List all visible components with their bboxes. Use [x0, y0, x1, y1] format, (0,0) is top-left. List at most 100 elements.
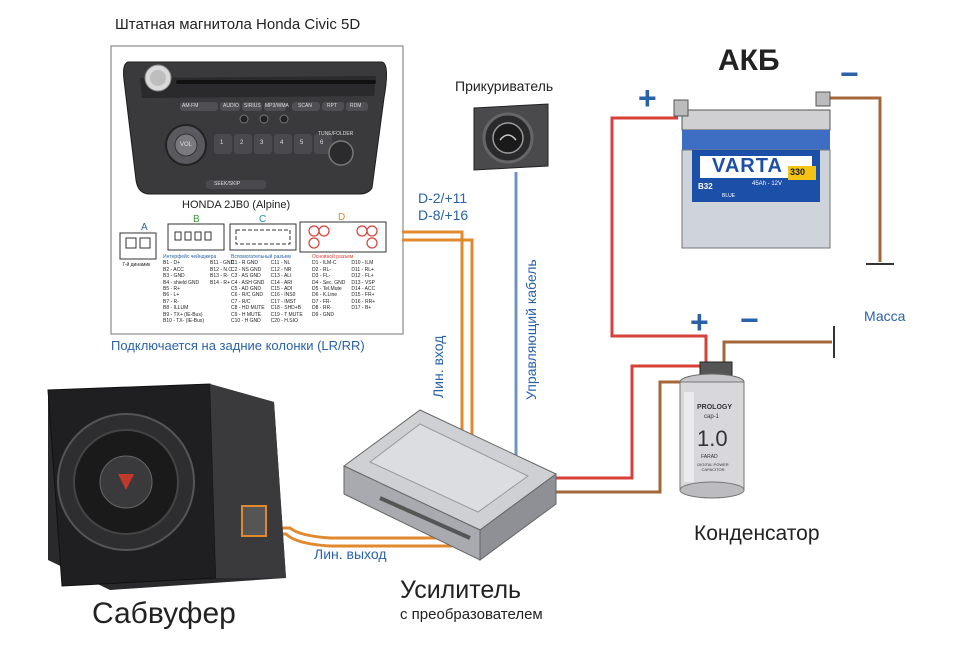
- connector-d-letter: D: [338, 212, 346, 223]
- pin-d-col1-3: D4 - Sec. GND: [312, 279, 346, 286]
- amplifier-title: Усилитель: [400, 576, 522, 604]
- pin-b-col1-7: B8 - ILLUM: [163, 305, 189, 312]
- ground-label: Масса: [864, 308, 906, 324]
- btn-label-audio: AUDIO: [223, 103, 239, 109]
- battery-series: BLUE: [722, 193, 736, 199]
- connector-c-letter: C: [259, 214, 267, 225]
- pin-b-col1-8: B9 - TX+ (IE-Bus): [163, 311, 203, 318]
- battery-spec: 45Ah - 12V: [752, 181, 783, 187]
- connector-a-caption: 7-й динамик: [122, 262, 151, 268]
- btn-label-rdm: RDM: [350, 103, 362, 109]
- head-unit-model: HONDA 2JB0 (Alpine): [182, 199, 291, 211]
- capacitor-plus-sign: +: [690, 304, 709, 340]
- lighter-label: Прикуриватель: [455, 78, 554, 94]
- pin-c-col1-0: C1 - R GND: [231, 260, 258, 267]
- pin-c-col2-2: C13 - ALI: [270, 273, 292, 280]
- seek-label: SEEK/SKIP: [214, 181, 241, 187]
- pin-d-col2-4: D14 - ACC: [351, 286, 376, 293]
- rear-speakers-note: Подключается на задние колонки (LR/RR): [111, 338, 365, 353]
- pin-d-col1-6: D7 - FR-: [312, 298, 332, 305]
- control-cable-label: Управляющий кабель: [523, 259, 539, 400]
- pin-c-col2-7: C18 - SHD+B: [270, 305, 302, 312]
- preset-3: 3: [260, 140, 264, 146]
- pin-c-col1-5: C6 - R/C GND: [231, 292, 263, 299]
- pin-b-col1-5: B6 - L+: [163, 292, 180, 299]
- pin-c-col1-4: C5 - AD GND: [231, 286, 262, 293]
- pin-b-col1-3: B4 - shield GND: [163, 279, 200, 286]
- btn-label-rpt: RPT: [327, 103, 337, 109]
- pin-c-col1-3: C4 - ASH GND: [231, 279, 265, 286]
- pin-b-col1-0: B1 - D+: [163, 260, 181, 267]
- pin-d-col1-4: D5 - Tel.Mute: [312, 286, 342, 293]
- battery-brand: VARTA: [712, 155, 783, 177]
- pin-c-col2-0: C11 - NL: [270, 260, 291, 267]
- head-unit-number-buttons: [214, 114, 332, 154]
- capacitor-type: DIGITAL POWER CAPACITOR: [697, 462, 729, 472]
- pin-d-col2-7: D17 - B+: [351, 305, 372, 312]
- btn-label-sirius: SIRIUS: [244, 103, 261, 109]
- pin-d-col2-6: D16 - RR+: [351, 298, 376, 305]
- subwoofer-label: Сабвуфер: [92, 597, 236, 630]
- amplifier-subtitle: с преобразователем: [400, 606, 543, 623]
- pin-label-2: D-8/+16: [418, 207, 469, 223]
- capacitor-model: cap-1: [704, 414, 720, 420]
- pin-c-col2-4: C15 - ADI: [270, 286, 293, 293]
- pin-c-col1-7: C8 - HD MUTE: [231, 305, 265, 312]
- pin-b-col2-1: B12 - N.C.: [210, 266, 234, 273]
- connector-b-caption: Интерфейс чейнджера: [163, 254, 217, 260]
- connector-d-caption: Основной разъем: [312, 254, 354, 260]
- cigarette-lighter: [473, 103, 549, 171]
- battery-minus-sign: −: [840, 56, 859, 92]
- pin-b-col1-2: B3 - GND: [163, 273, 185, 280]
- capacitor-value: 1.0: [697, 426, 728, 451]
- pin-d-col2-0: D10 - ILM: [351, 260, 374, 267]
- connector-drawings: [119, 221, 387, 260]
- connector-a-letter: A: [141, 222, 148, 233]
- pin-b-col1-9: B10 - TX- (IE-Bus): [163, 318, 205, 325]
- capacitor: [679, 361, 745, 499]
- connector-c-caption: Вспомогательный разъем: [231, 254, 291, 260]
- amplifier: [343, 409, 557, 561]
- pin-b-col1-6: B7 - R-: [163, 298, 179, 305]
- preset-4: 4: [280, 140, 284, 146]
- subwoofer: [47, 383, 286, 590]
- capacitor-label: Конденсатор: [694, 522, 820, 545]
- pin-c-col2-5: C16 - INS0: [270, 292, 296, 299]
- pin-b-col1-1: B2 - ACC: [163, 266, 184, 273]
- pin-d-col2-2: D12 - FL+: [351, 273, 374, 280]
- preset-2: 2: [240, 140, 244, 146]
- pin-label-1: D-2/+11: [418, 190, 468, 206]
- pin-d-col1-7: D8 - RR-: [312, 305, 332, 312]
- btn-label-amfm: AM-FM: [182, 103, 199, 109]
- pin-b-col1-4: B5 - R+: [163, 286, 181, 293]
- tune-knob: [328, 140, 354, 166]
- pin-d-col1-0: D1 - ILM-C: [312, 260, 337, 267]
- pin-c-col1-9: C10 - H GND: [231, 318, 261, 325]
- pin-c-col2-8: C19 - T MUTE: [270, 311, 303, 318]
- pin-d-col2-1: D11 - RL+: [351, 266, 374, 273]
- pin-c-col1-2: C3 - AS GND: [231, 273, 261, 280]
- pin-c-col2-6: C17 - IMST: [270, 298, 297, 305]
- preset-5: 5: [300, 140, 304, 146]
- connector-b-letter: B: [193, 214, 200, 225]
- head-unit-faceplate: [123, 61, 388, 195]
- battery-capacity: 330: [790, 167, 806, 177]
- btn-label-scan: SCAN: [298, 103, 312, 109]
- capacitor-minus-sign: −: [740, 302, 759, 338]
- head-unit-title: Штатная магнитола Honda Civic 5D: [115, 16, 361, 33]
- pin-c-col2-1: C12 - NR: [270, 266, 292, 273]
- line-out-label: Лин. выход: [314, 546, 387, 562]
- folder-label: TUNE/FOLDER: [318, 131, 354, 137]
- pin-c-col1-8: C9 - H MUTE: [231, 311, 261, 318]
- capacitor-unit: FARAD: [701, 454, 718, 460]
